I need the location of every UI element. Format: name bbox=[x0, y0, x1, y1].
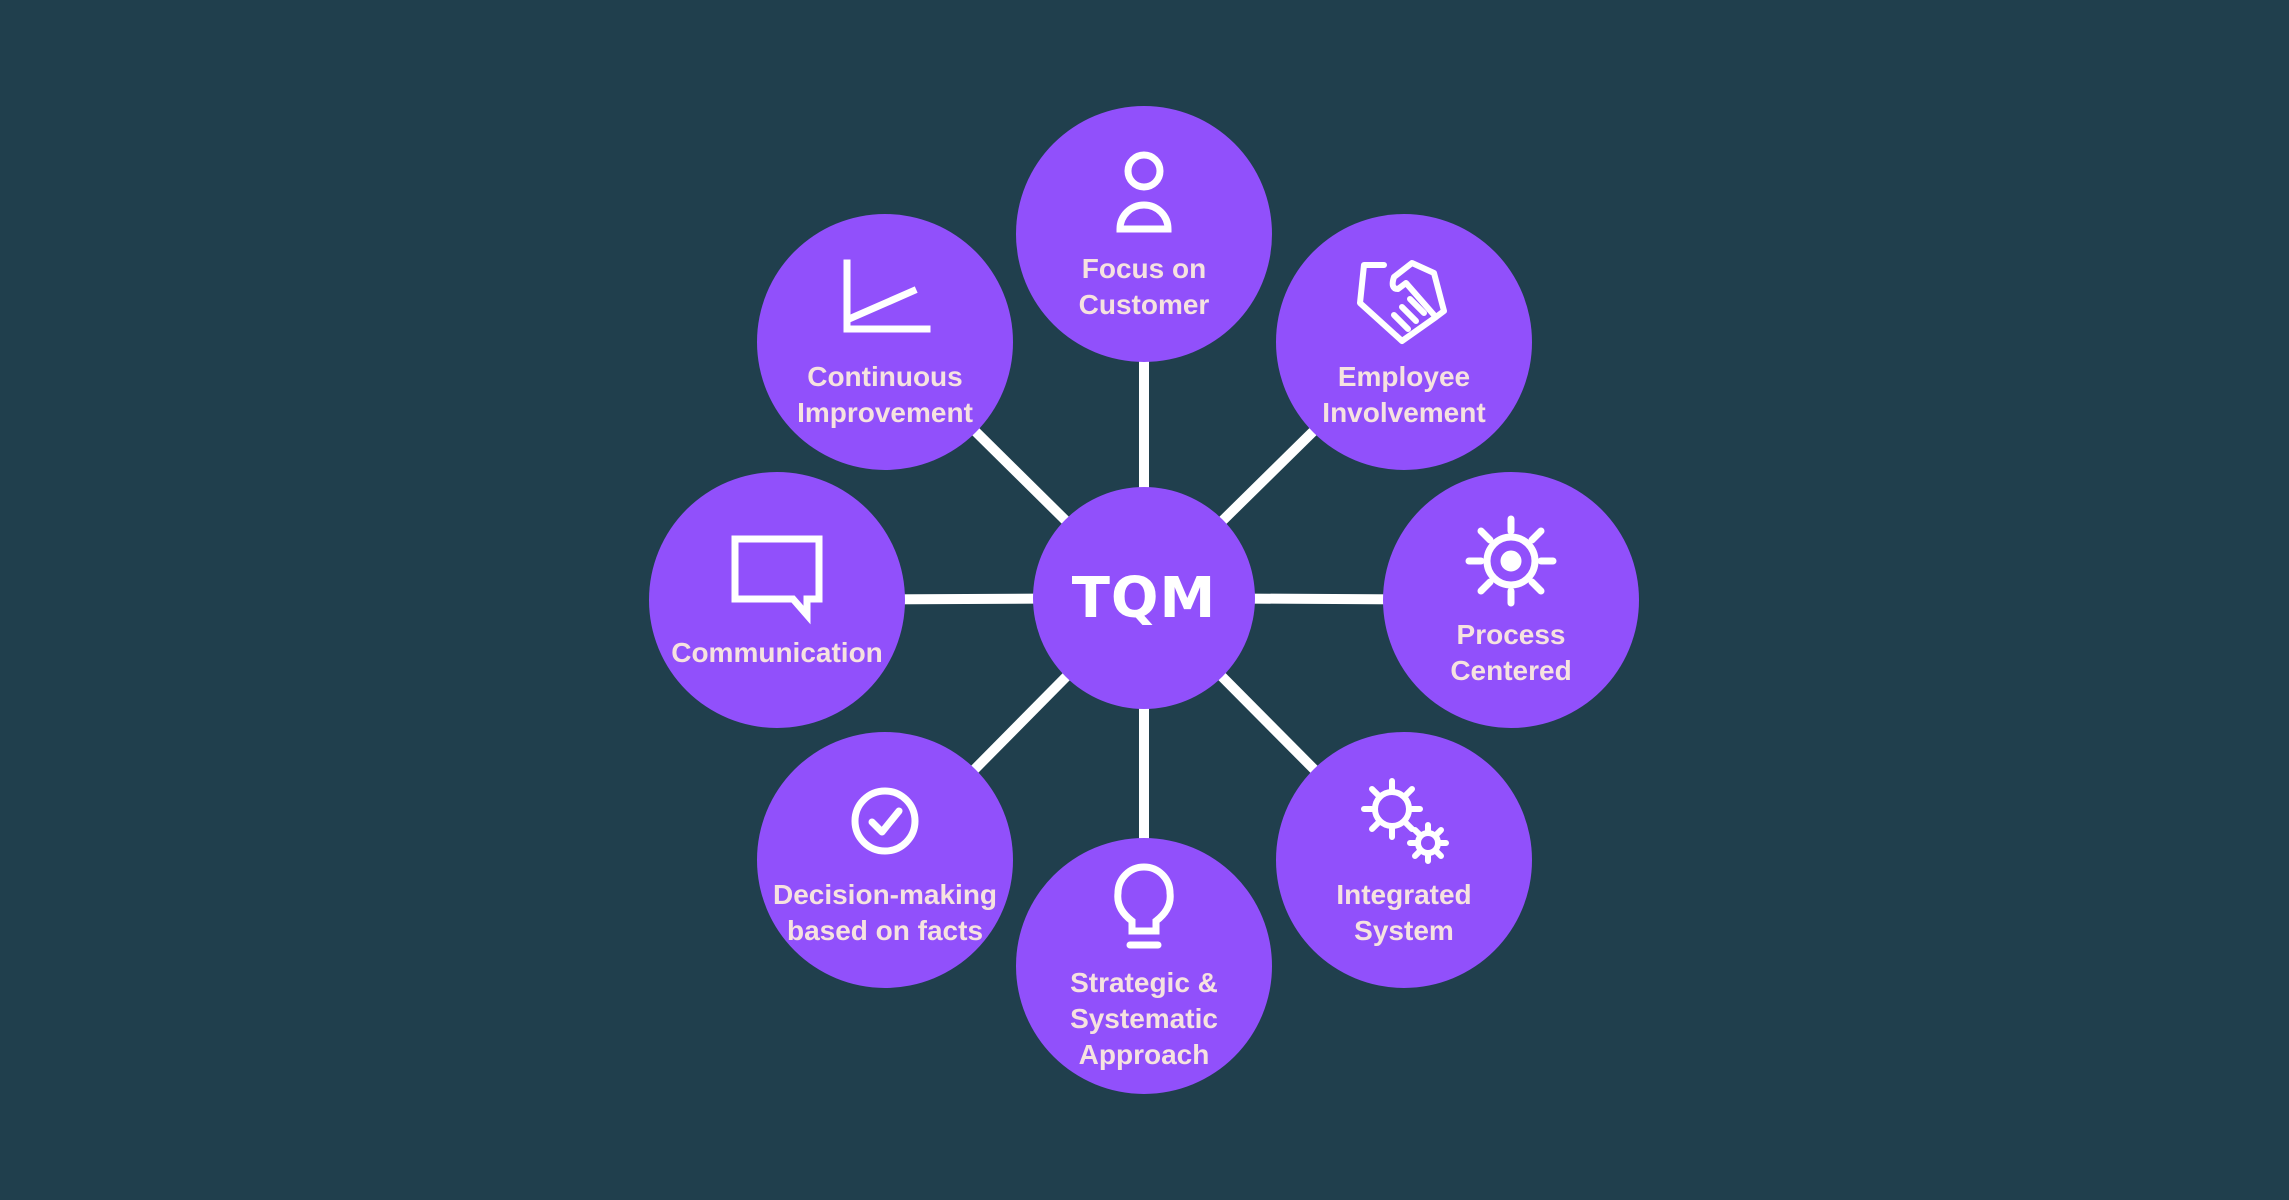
node-label: Strategic & Systematic Approach bbox=[1070, 967, 1218, 1070]
node-communication: Communication bbox=[649, 472, 905, 728]
node-strategic-systematic-approach: Strategic & Systematic Approach bbox=[1016, 838, 1272, 1094]
person-icon bbox=[1116, 151, 1172, 233]
node-continuous-improvement: Continuous Improvement bbox=[757, 214, 1013, 470]
node-label: Integrated System bbox=[1336, 879, 1472, 946]
handshake-icon bbox=[1357, 260, 1447, 344]
node-label: Process Centered bbox=[1450, 619, 1572, 686]
speech-bubble-icon bbox=[731, 535, 823, 625]
check-circle-icon bbox=[851, 787, 919, 855]
node-employee-involvement: Employee Involvement bbox=[1276, 214, 1532, 470]
gear-icon bbox=[1465, 515, 1557, 607]
tqm-label: TQM bbox=[1071, 565, 1217, 631]
gears-icon bbox=[1361, 778, 1449, 864]
tqm-center-node: TQM bbox=[1033, 487, 1255, 709]
node-label: Employee Involvement bbox=[1322, 361, 1486, 428]
node-integrated-system: Integrated System bbox=[1276, 732, 1532, 988]
node-focus-on-customer: Focus on Customer bbox=[1016, 106, 1272, 362]
node-decision-making: Decision-making based on facts bbox=[757, 732, 1013, 988]
node-label: Focus on Customer bbox=[1078, 253, 1210, 320]
node-label: Communication bbox=[671, 637, 883, 668]
node-label: Continuous Improvement bbox=[797, 361, 973, 428]
node-label: Decision-making based on facts bbox=[772, 879, 998, 946]
node-process-centered: Process Centered bbox=[1383, 472, 1639, 728]
lightbulb-icon bbox=[1114, 863, 1174, 949]
growth-chart-icon bbox=[843, 259, 931, 333]
